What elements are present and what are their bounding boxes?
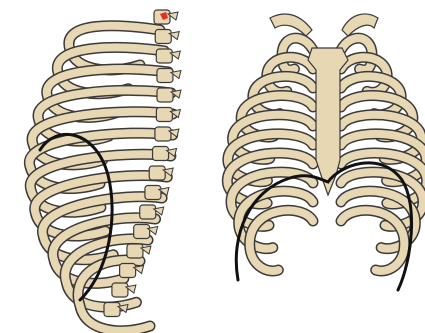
vertebra — [134, 225, 158, 239]
vertebra — [127, 244, 151, 258]
lateral-spine — [104, 10, 181, 317]
vertebra — [156, 49, 180, 63]
vertebra — [157, 88, 181, 102]
anterior-rib-right — [341, 210, 404, 271]
anterior-rib-left — [250, 210, 313, 271]
vertebra — [157, 69, 181, 83]
vertebra — [112, 283, 136, 297]
anterior-ribcage — [227, 14, 425, 290]
lateral-ribcage — [29, 10, 181, 331]
left-clavicle — [270, 14, 312, 36]
vertebra — [155, 30, 179, 44]
vertebra — [156, 108, 180, 122]
